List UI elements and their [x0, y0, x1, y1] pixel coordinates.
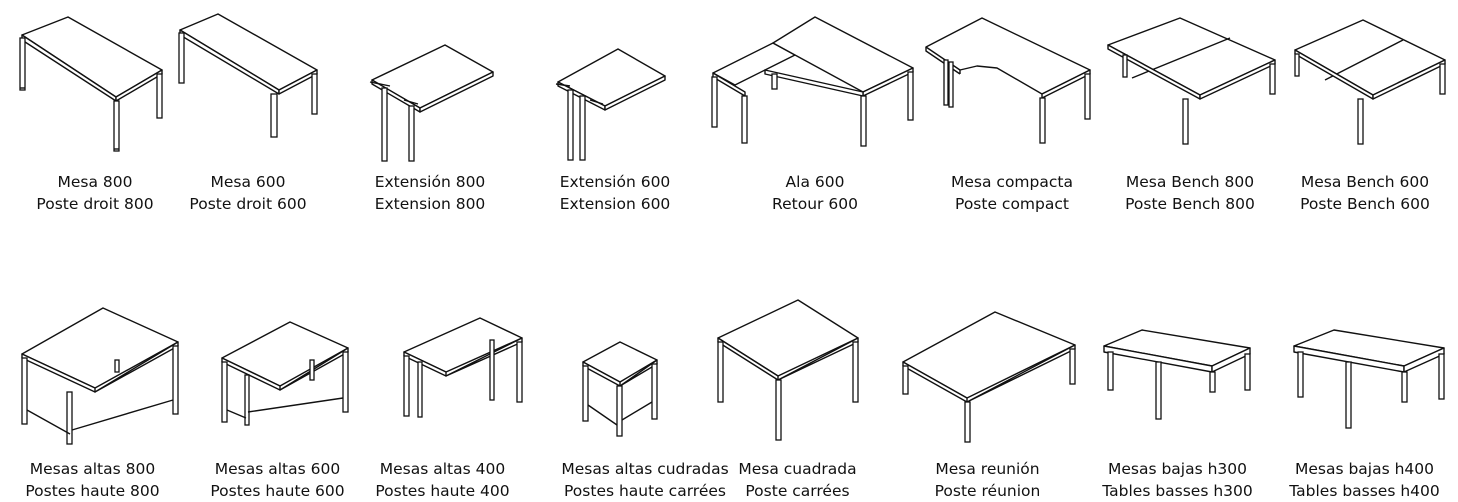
- label-es: Ala 600: [785, 173, 845, 191]
- product-label: Extensión 800 Extension 800: [350, 171, 510, 215]
- low-table-icon: [1293, 329, 1445, 429]
- label-fr: Postes haute carrées: [564, 482, 726, 500]
- return-desk-icon: [711, 16, 914, 147]
- label-fr: Poste droit 800: [36, 195, 154, 213]
- desk-icon: [19, 16, 163, 152]
- product-label: Mesa 800 Poste droit 800: [0, 171, 190, 215]
- product-label: Extensión 600 Extension 600: [535, 171, 695, 215]
- label-es: Mesa reunión: [935, 460, 1040, 478]
- square-table-icon: [717, 299, 859, 441]
- label-fr: Poste Bench 600: [1300, 195, 1430, 213]
- desk-icon: [178, 13, 318, 138]
- product-mesas-bajas-h400: Mesas bajas h400 Tables basses h400: [1280, 300, 1458, 501]
- low-table-icon: [1103, 329, 1251, 420]
- label-fr: Poste réunion: [934, 482, 1041, 500]
- label-fr: Poste Bench 800: [1125, 195, 1255, 213]
- label-fr: Postes haute 600: [210, 482, 345, 500]
- product-mesas-altas-800: Mesas altas 800 Postes haute 800: [0, 300, 185, 501]
- bench-desk-icon: [1294, 19, 1446, 145]
- product-mesa-600: Mesa 600 Poste droit 600: [175, 0, 340, 240]
- product-mesas-bajas-h300: Mesas bajas h300 Tables basses h300: [1090, 300, 1265, 501]
- label-fr: Poste droit 600: [189, 195, 307, 213]
- label-es: Extensión 600: [559, 173, 671, 191]
- product-extension-600: Extensión 600 Extension 600: [540, 0, 690, 240]
- label-es: Mesas altas 600: [214, 460, 341, 478]
- product-ala-600: Ala 600 Retour 600: [705, 0, 925, 240]
- label-fr: Retour 600: [772, 195, 858, 213]
- label-fr: Tables basses h400: [1289, 482, 1440, 500]
- bench-desk-icon: [1107, 17, 1276, 145]
- label-es: Mesa Bench 800: [1125, 173, 1255, 191]
- label-es: Extensión 800: [374, 173, 486, 191]
- meeting-table-icon: [902, 311, 1076, 443]
- product-label: Mesas altas 800 Postes haute 800: [0, 458, 185, 502]
- label-es: Mesas altas cudradas: [561, 460, 729, 478]
- label-es: Mesa Bench 600: [1300, 173, 1430, 191]
- product-extension-800: Extensión 800 Extension 800: [360, 0, 510, 240]
- label-fr: Postes haute 400: [375, 482, 510, 500]
- high-table-icon: [221, 321, 349, 426]
- label-fr: Poste compact: [955, 195, 1069, 213]
- product-label: Ala 600 Retour 600: [725, 171, 905, 215]
- label-es: Mesa 600: [210, 173, 286, 191]
- product-mesa-compacta: Mesa compacta Poste compact: [922, 0, 1102, 240]
- label-fr: Postes haute 800: [25, 482, 160, 500]
- compact-desk-icon: [925, 17, 1091, 144]
- product-mesa-bench-800: Mesa Bench 800 Poste Bench 800: [1100, 0, 1280, 240]
- label-es: Mesa compacta: [951, 173, 1073, 191]
- product-label: Mesa 600 Poste droit 600: [153, 171, 343, 215]
- label-fr: Extension 800: [374, 195, 486, 213]
- product-mesa-bench-600: Mesa Bench 600 Poste Bench 600: [1285, 0, 1458, 240]
- label-fr: Tables basses h300: [1102, 482, 1253, 500]
- label-fr: Poste carrées: [745, 482, 850, 500]
- product-label: Mesas altas cudradas Postes haute carrée…: [545, 458, 745, 502]
- product-label: Mesa Bench 600 Poste Bench 600: [1275, 171, 1455, 215]
- product-mesa-800: Mesa 800 Poste droit 800: [0, 0, 175, 240]
- label-es: Mesas altas 400: [379, 460, 506, 478]
- high-table-icon: [403, 317, 523, 418]
- product-mesas-altas-600: Mesas altas 600 Postes haute 600: [190, 300, 365, 501]
- product-mesa-cuadrada: Mesa cuadrada Poste carrées: [710, 299, 880, 501]
- label-es: Mesas bajas h400: [1294, 460, 1435, 478]
- product-label: Mesa compacta Poste compact: [922, 171, 1102, 215]
- product-label: Mesas altas 400 Postes haute 400: [350, 458, 535, 502]
- product-label: Mesa reunión Poste réunion: [895, 458, 1080, 502]
- product-label: Mesa cuadrada Poste carrées: [705, 458, 890, 502]
- label-es: Mesas altas 800: [29, 460, 156, 478]
- high-table-icon: [21, 307, 179, 445]
- product-mesas-altas-400: Mesas altas 400 Postes haute 400: [370, 300, 535, 501]
- product-label: Mesas altas 600 Postes haute 600: [185, 458, 370, 502]
- product-mesas-altas-cudradas: Mesas altas cudradas Postes haute carrée…: [545, 300, 745, 501]
- product-label: Mesa Bench 800 Poste Bench 800: [1100, 171, 1280, 215]
- product-label: Mesas bajas h400 Tables basses h400: [1272, 458, 1457, 502]
- label-es: Mesa cuadrada: [738, 460, 857, 478]
- label-es: Mesa 800: [57, 173, 133, 191]
- label-fr: Extension 600: [559, 195, 671, 213]
- product-label: Mesas bajas h300 Tables basses h300: [1085, 458, 1270, 502]
- product-mesa-reunion: Mesa reunión Poste réunion: [895, 300, 1085, 501]
- label-es: Mesas bajas h300: [1107, 460, 1248, 478]
- extension-icon: [555, 48, 666, 161]
- extension-icon: [369, 44, 494, 162]
- high-table-square-icon: [582, 341, 658, 437]
